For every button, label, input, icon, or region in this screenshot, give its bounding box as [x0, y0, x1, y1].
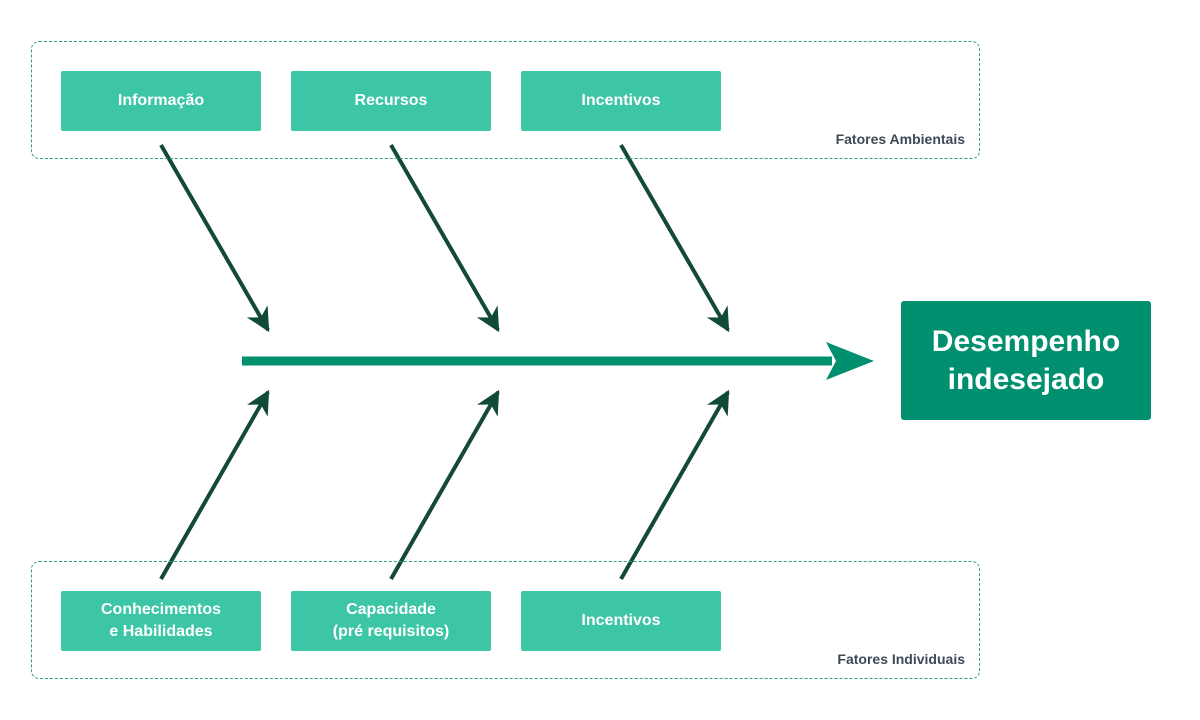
factor-knowledge-skills: Conhecimentos e Habilidades [61, 591, 261, 651]
factor-incentives-environmental: Incentivos [521, 71, 721, 131]
effect-undesired-performance: Desempenho indesejado [901, 301, 1151, 420]
environmental-factors-group: Fatores Ambientais [31, 41, 980, 159]
bone-arrow-bottom-2 [389, 389, 500, 580]
factor-information: Informação [61, 71, 261, 131]
individual-factors-label: Fatores Individuais [837, 651, 965, 667]
bone-arrow-bottom-1 [159, 389, 270, 580]
factor-capacity: Capacidade (pré requisitos) [291, 591, 491, 651]
bone-arrow-top-2 [389, 143, 500, 333]
bone-arrow-top-3 [619, 143, 730, 333]
factor-incentives-individual: Incentivos [521, 591, 721, 651]
factor-resources: Recursos [291, 71, 491, 131]
individual-factors-group: Fatores Individuais [31, 561, 980, 679]
spine-arrowhead [826, 342, 874, 380]
bone-arrow-top-1 [159, 143, 270, 333]
bone-arrow-bottom-3 [619, 389, 730, 580]
environmental-factors-label: Fatores Ambientais [835, 131, 965, 147]
